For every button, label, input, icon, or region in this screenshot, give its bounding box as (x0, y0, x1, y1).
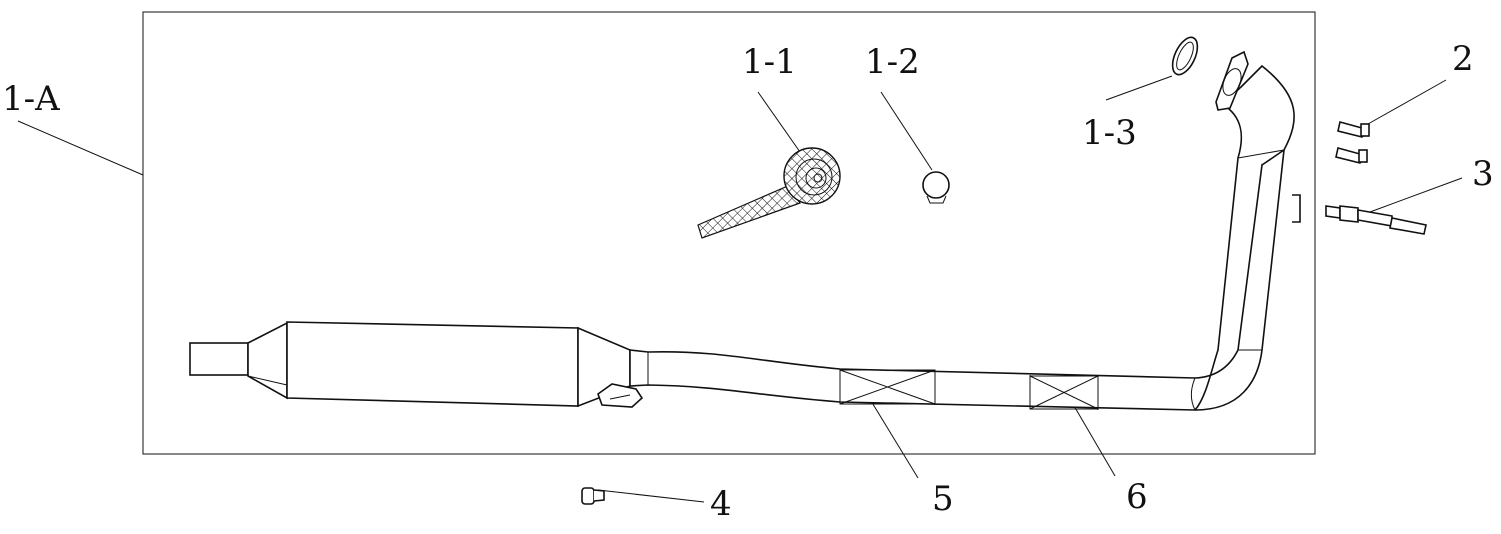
callout-1-2: 1-2 (865, 42, 920, 82)
callout-1-A: 1-A (2, 79, 60, 119)
muffler (189, 321, 644, 408)
callout-4: 4 (710, 484, 732, 524)
callout-6: 6 (1126, 477, 1148, 517)
screw (581, 487, 605, 505)
bolts (1335, 121, 1370, 164)
exhaust-pipe (629, 50, 1301, 411)
callout-2: 2 (1452, 39, 1474, 79)
heat-wrap-roll (697, 147, 841, 239)
callout-3: 3 (1472, 154, 1494, 194)
leader-1-2 (880, 91, 933, 171)
callout-1-3: 1-3 (1082, 113, 1137, 153)
oxygen-sensor (1325, 205, 1427, 235)
leader-2 (1367, 79, 1447, 125)
callout-1-1: 1-1 (742, 42, 797, 82)
leader-5 (867, 395, 919, 479)
leader-1-3 (1105, 75, 1173, 101)
leader-1-A (17, 120, 144, 176)
leader-4 (597, 489, 705, 503)
callout-5: 5 (932, 479, 954, 519)
leader-1-1 (757, 91, 801, 153)
pipe-body (629, 87, 1266, 411)
mesh-section-6 (1029, 375, 1099, 410)
mesh-section-5 (839, 369, 936, 405)
leader-lines (17, 75, 1463, 503)
clamp (922, 171, 950, 204)
assembly-frame (142, 11, 1316, 455)
gasket (1171, 36, 1199, 76)
leader-3 (1369, 177, 1463, 213)
